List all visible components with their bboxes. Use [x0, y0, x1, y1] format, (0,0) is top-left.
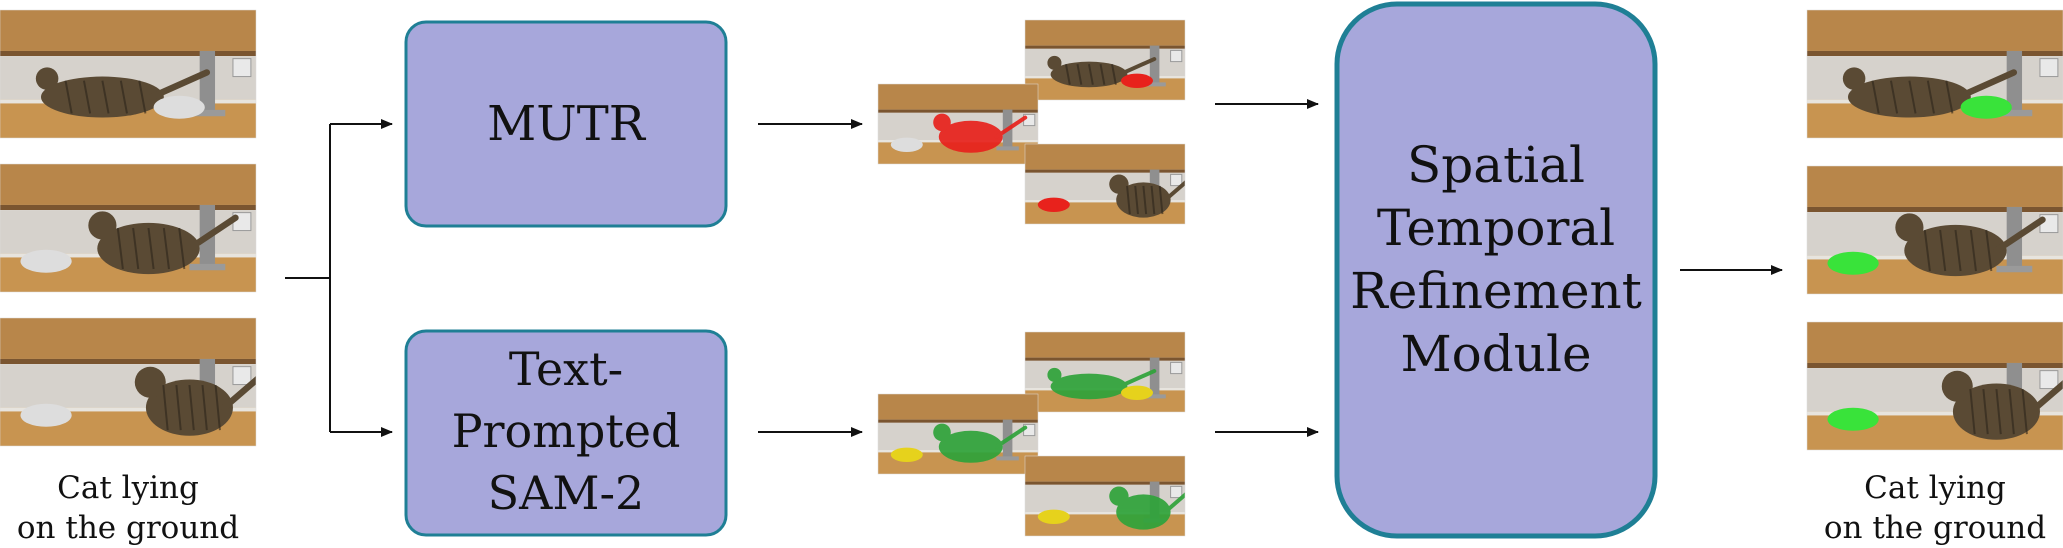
input-caption-line2: on the ground [16, 510, 240, 546]
input-frames [0, 9, 257, 447]
sam2-mask-3 [1024, 455, 1186, 537]
cat-frame-1 [0, 9, 257, 139]
mutr-mask-thumbnails [877, 19, 1186, 225]
sam2-mask-1 [1024, 331, 1186, 413]
mutr-mask-3 [1024, 143, 1186, 225]
sam2-mask-2 [877, 393, 1039, 475]
cat-frame-3 [0, 317, 257, 447]
refinement-module-box [1334, 1, 1658, 539]
branch-arrows [285, 119, 393, 437]
output-frame-2 [1806, 165, 2063, 295]
input-caption-line1: Cat lying [57, 470, 199, 506]
mutr-mask-1-cat [1047, 55, 1157, 88]
sam2-mask-2-cat [933, 423, 1028, 463]
cat-frame-3-cat [134, 366, 256, 436]
sam2-mask-3-cat [1109, 486, 1185, 530]
input-caption: Cat lying on the ground [0, 468, 256, 548]
sam2-label-line1: Text- [509, 342, 623, 396]
output-frame-3 [1806, 321, 2063, 451]
output-frame-2-toy [1827, 251, 1879, 275]
output-frames [1806, 9, 2063, 451]
mutr-mask-1-toy [1121, 73, 1153, 89]
mutr-mask-2-cat [933, 113, 1028, 153]
output-caption-line1: Cat lying [1864, 470, 2006, 506]
output-frame-3-toy [1827, 407, 1879, 431]
output-frame-1 [1806, 9, 2063, 139]
refine-label-line3: Refinement [1350, 262, 1642, 320]
output-frame-1-toy [1960, 95, 2012, 119]
sam2-mask-1-toy [1121, 385, 1153, 400]
cat-frame-2 [0, 163, 257, 293]
sam2-label-line2: Prompted [452, 404, 681, 458]
sam2-mask-thumbnails [877, 331, 1186, 537]
mutr-mask-3-toy [1037, 197, 1070, 212]
cat-frame-3-toy [20, 403, 72, 427]
mutr-mask-3-cat [1109, 174, 1185, 218]
cat-frame-2-toy [20, 249, 72, 273]
refine-label-line1: Spatial [1407, 136, 1585, 194]
cat-frame-1-toy [153, 95, 205, 119]
output-frame-2-cat [1895, 213, 2046, 277]
mutr-box [404, 20, 728, 228]
sam2-mask-2-toy [890, 447, 923, 462]
output-caption-line2: on the ground [1823, 510, 2047, 546]
sam2-mask-3-toy [1037, 509, 1070, 524]
cat-frame-2-cat [88, 211, 239, 275]
refine-label-line2: Temporal [1377, 199, 1615, 257]
mutr-label: MUTR [487, 96, 647, 152]
cat-frame-1-cat [35, 67, 211, 118]
sam2-mask-1-cat [1047, 367, 1157, 400]
sam2-box [404, 329, 728, 537]
output-caption: Cat lying on the ground [1807, 468, 2063, 548]
output-frame-3-cat [1941, 370, 2063, 440]
sam2-label-line3: SAM-2 [488, 466, 645, 520]
mutr-mask-1 [1024, 19, 1186, 101]
output-frame-1-cat [1842, 67, 2018, 118]
mutr-mask-2-toy [890, 137, 923, 152]
refine-label-line4: Module [1400, 325, 1591, 383]
mutr-mask-2 [877, 83, 1039, 165]
